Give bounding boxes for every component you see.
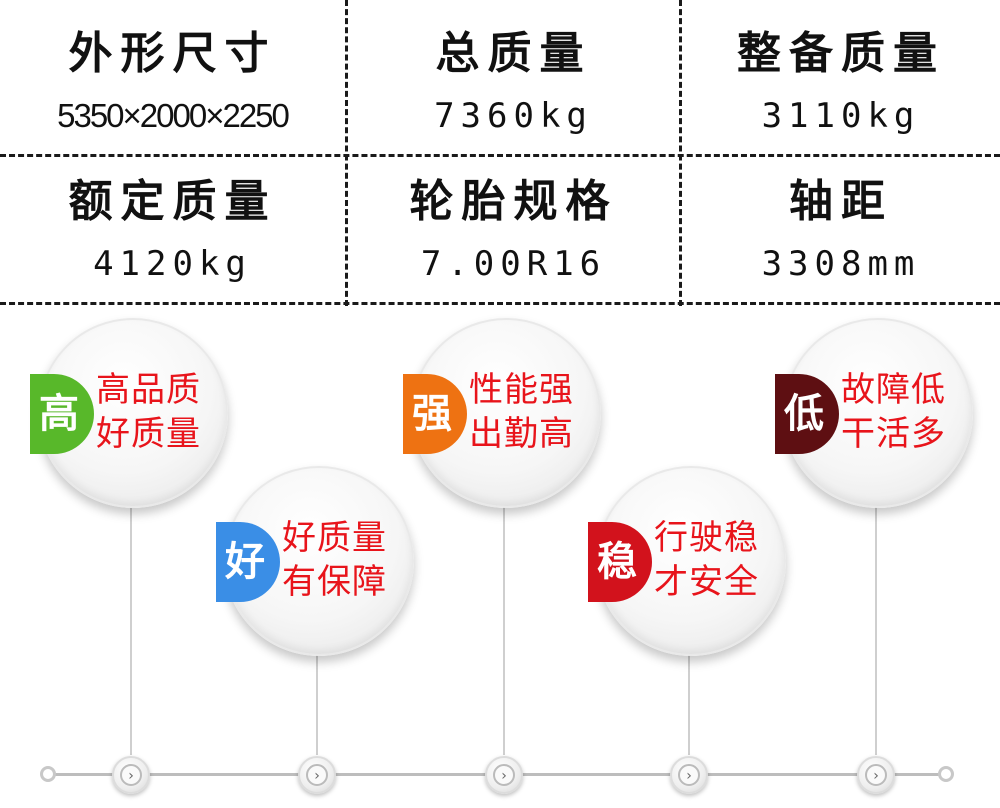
feature-badge: 好 xyxy=(216,522,280,602)
spec-value: 7.00R16 xyxy=(420,244,607,284)
row-divider xyxy=(0,302,1000,305)
timeline-node-4[interactable]: › xyxy=(670,756,708,794)
timeline-end-dot xyxy=(938,766,954,782)
feature-badge: 强 xyxy=(403,374,467,454)
feature-text: 故障低 干活多 xyxy=(841,368,971,456)
feature-badge: 低 xyxy=(775,374,839,454)
feature-text: 高品质 好质量 xyxy=(96,368,226,456)
spec-value: 3308mm xyxy=(761,244,921,284)
spec-title: 总质量 xyxy=(435,28,592,79)
spec-cell-wheelbase: 轴距 3308mm xyxy=(682,176,1000,286)
spec-cell-tire-size: 轮胎规格 7.00R16 xyxy=(348,176,679,286)
feature-badge: 稳 xyxy=(588,522,652,602)
timeline-node-1[interactable]: › xyxy=(112,756,150,794)
feature-line: 有保障 xyxy=(282,562,387,602)
column-divider xyxy=(679,0,682,306)
feature-line: 出勤高 xyxy=(469,414,574,454)
connector-stem xyxy=(503,505,505,755)
spec-table: 外形尺寸 5350×2000×2250 总质量 7360kg 整备质量 3110… xyxy=(0,0,1000,308)
column-divider xyxy=(345,0,348,306)
timeline-node-5[interactable]: › xyxy=(857,756,895,794)
chevron-right-icon: › xyxy=(120,764,142,786)
feature-performance: 强 性能强 出勤高 xyxy=(403,318,601,508)
feature-reliability: 低 故障低 干活多 xyxy=(775,318,973,508)
connector-stem xyxy=(130,505,132,755)
feature-quality: 高 高品质 好质量 xyxy=(30,318,228,508)
timeline-node-3[interactable]: › xyxy=(485,756,523,794)
feature-bubble xyxy=(783,318,973,508)
feature-line: 好质量 xyxy=(96,414,201,454)
feature-badge: 高 xyxy=(30,374,94,454)
spec-value: 7360kg xyxy=(434,96,593,136)
feature-text: 行驶稳 才安全 xyxy=(654,516,784,604)
chevron-right-icon: › xyxy=(678,764,700,786)
feature-line: 干活多 xyxy=(841,414,946,454)
timeline-start-dot xyxy=(40,766,56,782)
spec-title: 外形尺寸 xyxy=(68,28,277,79)
spec-value: 5350×2000×2250 xyxy=(57,97,290,134)
row-divider xyxy=(0,154,1000,157)
spec-title: 轴距 xyxy=(789,176,893,227)
connector-stem xyxy=(316,655,318,755)
feature-text: 性能强 出勤高 xyxy=(469,368,599,456)
spec-cell-rated-mass: 额定质量 4120kg xyxy=(0,176,345,286)
feature-text: 好质量 有保障 xyxy=(282,516,412,604)
chevron-right-icon: › xyxy=(865,764,887,786)
feature-line: 高品质 xyxy=(96,370,201,410)
feature-stability: 稳 行驶稳 才安全 xyxy=(588,466,786,656)
spec-cell-gross-mass: 总质量 7360kg xyxy=(348,28,679,138)
spec-value: 3110kg xyxy=(761,96,921,136)
feature-line: 好质量 xyxy=(282,518,387,558)
feature-line: 故障低 xyxy=(841,370,946,410)
connector-stem xyxy=(688,655,690,755)
timeline-node-2[interactable]: › xyxy=(298,756,336,794)
feature-guarantee: 好 好质量 有保障 xyxy=(216,466,414,656)
spec-value: 4120kg xyxy=(93,244,252,284)
spec-cell-curb-mass: 整备质量 3110kg xyxy=(682,28,1000,138)
spec-title: 额定质量 xyxy=(68,176,277,227)
feature-line: 才安全 xyxy=(654,562,759,602)
feature-line: 行驶稳 xyxy=(654,518,759,558)
chevron-right-icon: › xyxy=(493,764,515,786)
spec-title: 整备质量 xyxy=(737,28,945,79)
spec-cell-dimensions: 外形尺寸 5350×2000×2250 xyxy=(0,28,345,138)
feature-line: 性能强 xyxy=(469,370,574,410)
chevron-right-icon: › xyxy=(306,764,328,786)
connector-stem xyxy=(875,505,877,755)
spec-title: 轮胎规格 xyxy=(409,176,618,227)
